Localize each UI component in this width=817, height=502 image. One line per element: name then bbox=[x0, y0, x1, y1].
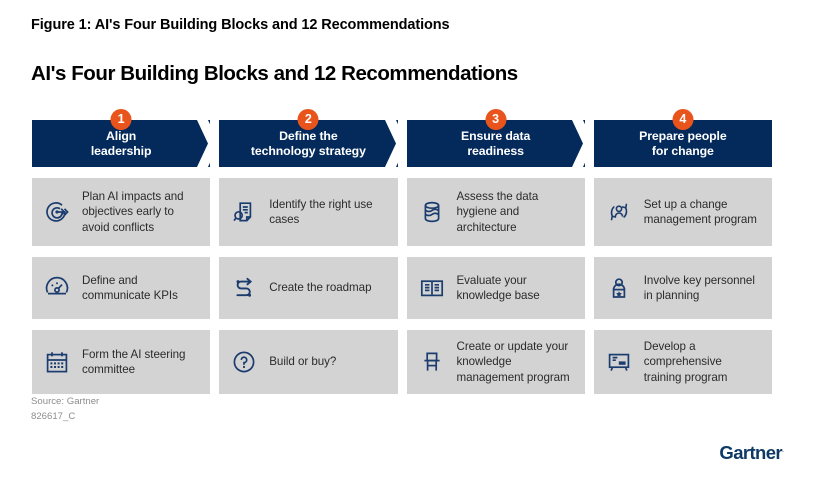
building-block-column-1: 1 Align leadership bbox=[32, 109, 220, 394]
figure-caption: Figure 1: AI's Four Building Blocks and … bbox=[31, 17, 450, 33]
recommendation-cell[interactable]: Create or update your knowledge manageme… bbox=[406, 330, 585, 394]
step-badge-2: 2 bbox=[297, 109, 319, 130]
chevron-separator-icon bbox=[571, 120, 594, 167]
recommendation-row-3-3: Create or update your knowledge manageme… bbox=[406, 330, 585, 394]
column-title-2: Define the technology strategy bbox=[237, 129, 380, 159]
recommendation-cell[interactable]: Form the AI steering committee bbox=[32, 330, 211, 394]
recommendation-row-1-1: Plan AI impacts and objectives early to … bbox=[32, 178, 211, 246]
column-title-line1: Prepare people bbox=[639, 128, 727, 143]
presentation-board-icon bbox=[604, 347, 634, 377]
column-title-line2: leadership bbox=[90, 143, 152, 158]
building-block-column-4: 4 Prepare people for change bbox=[593, 109, 772, 394]
person-change-cycle-icon bbox=[604, 197, 634, 227]
registered-mark: . bbox=[782, 446, 784, 454]
column-header-1: 1 Align leadership bbox=[32, 109, 220, 167]
chevron-separator-icon bbox=[384, 120, 407, 167]
column-title-line1: Align bbox=[105, 128, 137, 143]
column-title-4: Prepare people for change bbox=[625, 129, 740, 159]
recommendation-text: Define and communicate KPIs bbox=[82, 273, 178, 302]
open-book-icon bbox=[417, 273, 447, 303]
recommendation-cell[interactable]: Involve key personnel in planning bbox=[593, 257, 772, 319]
recommendation-cell[interactable]: Identify the right use cases bbox=[219, 178, 398, 246]
recommendation-cell[interactable]: Create the roadmap bbox=[219, 257, 398, 319]
recommendation-row-1-3: Assess the data hygiene and architecture bbox=[406, 178, 585, 246]
recommendation-row-2-2: Create the roadmap bbox=[219, 257, 398, 319]
recommendation-text: Evaluate your knowledge base bbox=[456, 273, 540, 302]
recommendation-cell[interactable]: Assess the data hygiene and architecture bbox=[406, 178, 585, 246]
person-star-badge-icon bbox=[604, 273, 634, 303]
recommendation-row-1-4: Set up a change management program bbox=[593, 178, 772, 246]
column-header-4: 4 Prepare people for change bbox=[593, 109, 772, 167]
recommendation-text: Involve key personnel in planning bbox=[643, 273, 755, 302]
roadmap-arrow-icon bbox=[229, 273, 259, 303]
building-block-column-2: 2 Define the technology strategy bbox=[219, 109, 407, 394]
source-label: Source: Gartner bbox=[31, 396, 100, 407]
calendar-icon bbox=[42, 347, 72, 377]
gartner-logo-text: Gartner bbox=[719, 442, 783, 463]
column-title-line1: Ensure data bbox=[460, 128, 531, 143]
recommendation-text: Plan AI impacts and objectives early to … bbox=[82, 190, 184, 234]
recommendation-text: Create the roadmap bbox=[269, 281, 372, 295]
column-title-line2: readiness bbox=[467, 143, 524, 158]
column-header-2: 2 Define the technology strategy bbox=[219, 109, 407, 167]
column-title-3: Ensure data readiness bbox=[447, 129, 544, 159]
recommendation-cell[interactable]: Develop a comprehensive training program bbox=[593, 330, 772, 394]
recommendation-row-3-2: Build or buy? bbox=[219, 330, 398, 394]
recommendation-row-2-3: Evaluate your knowledge base bbox=[406, 257, 585, 319]
recommendation-cell[interactable]: Define and communicate KPIs bbox=[32, 257, 211, 319]
column-header-3: 3 Ensure data readiness bbox=[406, 109, 594, 167]
page-title: AI's Four Building Blocks and 12 Recomme… bbox=[31, 62, 518, 85]
recommendation-cell[interactable]: Build or buy? bbox=[219, 330, 398, 394]
recommendation-row-2-4: Involve key personnel in planning bbox=[593, 257, 772, 319]
recommendation-text: Assess the data hygiene and architecture bbox=[456, 190, 539, 234]
recommendation-cell[interactable]: Plan AI impacts and objectives early to … bbox=[32, 178, 211, 246]
recommendation-cell[interactable]: Evaluate your knowledge base bbox=[406, 257, 585, 319]
recommendation-row-2-1: Define and communicate KPIs bbox=[32, 257, 211, 319]
column-title-line1: Define the bbox=[279, 128, 338, 143]
column-title-1: Align leadership bbox=[77, 129, 166, 159]
database-icon bbox=[417, 197, 447, 227]
document-search-icon bbox=[229, 197, 259, 227]
recommendation-text: Create or update your knowledge manageme… bbox=[456, 340, 570, 384]
recommendation-row-3-1: Form the AI steering committee bbox=[32, 330, 211, 394]
building-blocks-grid: 1 Align leadership bbox=[32, 109, 772, 394]
recommendation-text: Identify the right use cases bbox=[269, 197, 373, 226]
recommendation-text: Form the AI steering committee bbox=[82, 347, 186, 376]
building-block-column-3: 3 Ensure data readiness bbox=[406, 109, 594, 394]
question-circle-icon bbox=[229, 347, 259, 377]
recommendation-text: Build or buy? bbox=[269, 355, 337, 369]
step-badge-4: 4 bbox=[672, 109, 694, 130]
gartner-logo: Gartner. bbox=[719, 442, 784, 464]
step-badge-1: 1 bbox=[110, 109, 132, 130]
recommendation-cell[interactable]: Set up a change management program bbox=[593, 178, 772, 246]
recommendation-row-3-4: Develop a comprehensive training program bbox=[593, 330, 772, 394]
gauge-kpi-icon bbox=[42, 273, 72, 303]
recommendation-row-1-2: Identify the right use cases bbox=[219, 178, 398, 246]
source-note: Source: Gartner 826617_C bbox=[31, 394, 99, 424]
column-title-line2: for change bbox=[651, 143, 714, 158]
recommendation-text: Set up a change management program bbox=[643, 197, 757, 226]
lectern-icon bbox=[417, 347, 447, 377]
target-arrow-icon bbox=[42, 197, 72, 227]
column-title-line2: technology strategy bbox=[250, 143, 366, 158]
chevron-separator-icon bbox=[197, 120, 220, 167]
step-badge-3: 3 bbox=[485, 109, 507, 130]
document-id: 826617_C bbox=[31, 411, 76, 423]
recommendation-text: Develop a comprehensive training program bbox=[643, 340, 728, 384]
